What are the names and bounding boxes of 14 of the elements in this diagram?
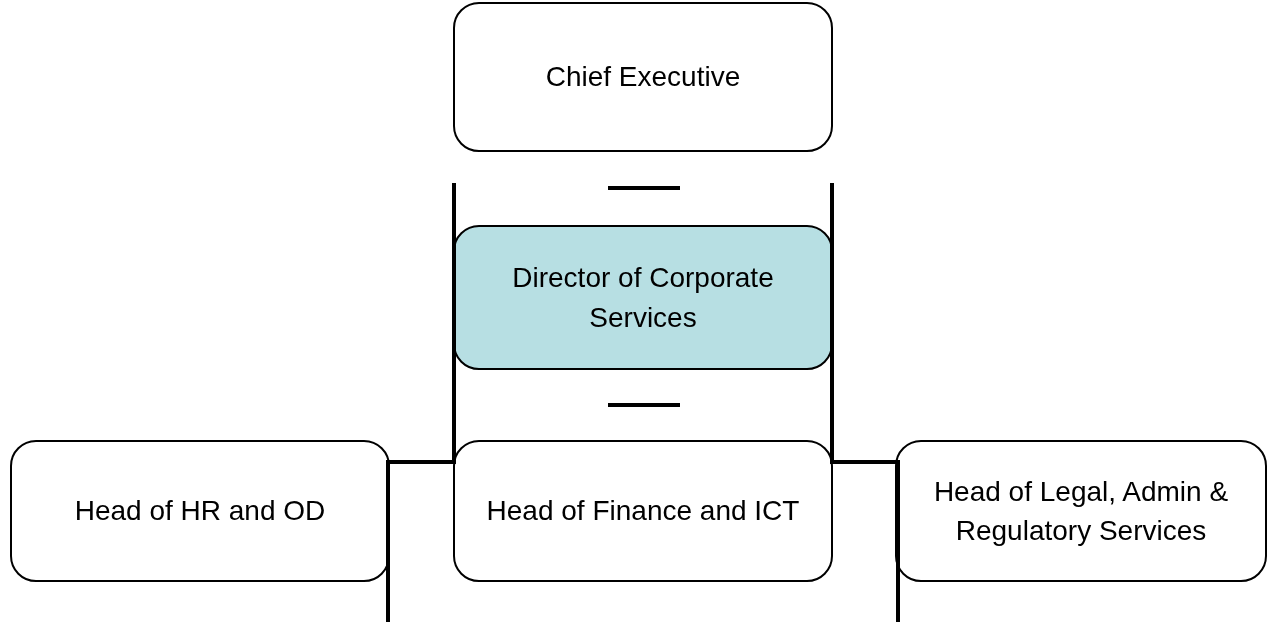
role-title: Chief Executive (545, 60, 741, 95)
connector-line (386, 181, 456, 622)
role-box (453, 2, 833, 152)
role-box (895, 440, 1267, 582)
role-title: Head of HR and OD (74, 494, 326, 529)
role-title: Director of Corporate Services (511, 261, 775, 335)
role-box (453, 440, 833, 582)
role-box (453, 225, 833, 370)
role-box (10, 440, 390, 582)
connector-line (830, 181, 900, 622)
role-title: Head of Finance and ICT (486, 494, 800, 529)
role-title: Head of Legal, Admin & Regulatory Services (932, 474, 1230, 548)
connector-line (608, 186, 680, 190)
connector-line (608, 403, 680, 407)
